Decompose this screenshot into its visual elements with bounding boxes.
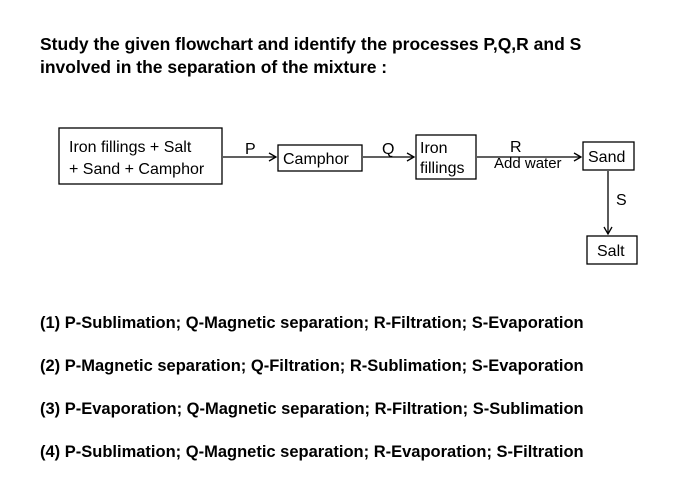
label-r: R: [510, 139, 522, 156]
label-s: S: [616, 192, 627, 209]
question-line-2: involved in the separation of the mixtur…: [40, 57, 388, 77]
label-add-water: Add water: [494, 155, 562, 172]
mixture-label-line-1: Iron fillings + Salt: [69, 139, 192, 156]
label-p: P: [245, 141, 256, 158]
camphor-box: Camphor: [277, 144, 363, 172]
sand-box: Sand: [582, 141, 635, 171]
camphor-label: Camphor: [283, 151, 349, 168]
question-line-1: Study the given flowchart and identify t…: [40, 34, 582, 54]
question-text: Study the given flowchart and identify t…: [40, 33, 680, 79]
iron-fillings-box: Iron fillings: [415, 134, 477, 180]
sand-label: Sand: [588, 149, 625, 166]
label-q: Q: [382, 141, 394, 158]
iron-label-line-1: Iron: [420, 140, 448, 157]
salt-label: Salt: [597, 243, 625, 260]
option-4: (4) P-Sublimation; Q-Magnetic separation…: [40, 443, 584, 461]
mixture-box: Iron fillings + Salt + Sand + Camphor: [58, 127, 223, 185]
option-2: (2) P-Magnetic separation; Q-Filtration;…: [40, 357, 584, 375]
mixture-label-line-2: + Sand + Camphor: [69, 161, 205, 178]
iron-label-line-2: fillings: [420, 160, 464, 177]
option-3: (3) P-Evaporation; Q-Magnetic separation…: [40, 400, 584, 418]
iron-fillings-box-border: [415, 134, 477, 180]
option-1: (1) P-Sublimation; Q-Magnetic separation…: [40, 314, 584, 332]
salt-box-border: [586, 235, 638, 265]
sand-box-border: [582, 141, 635, 171]
salt-box: Salt: [586, 235, 638, 265]
mixture-box-border: [58, 127, 223, 185]
separation-flowchart: Iron fillings + Salt + Sand + Camphor P …: [58, 127, 638, 265]
camphor-box-border: [277, 144, 363, 172]
